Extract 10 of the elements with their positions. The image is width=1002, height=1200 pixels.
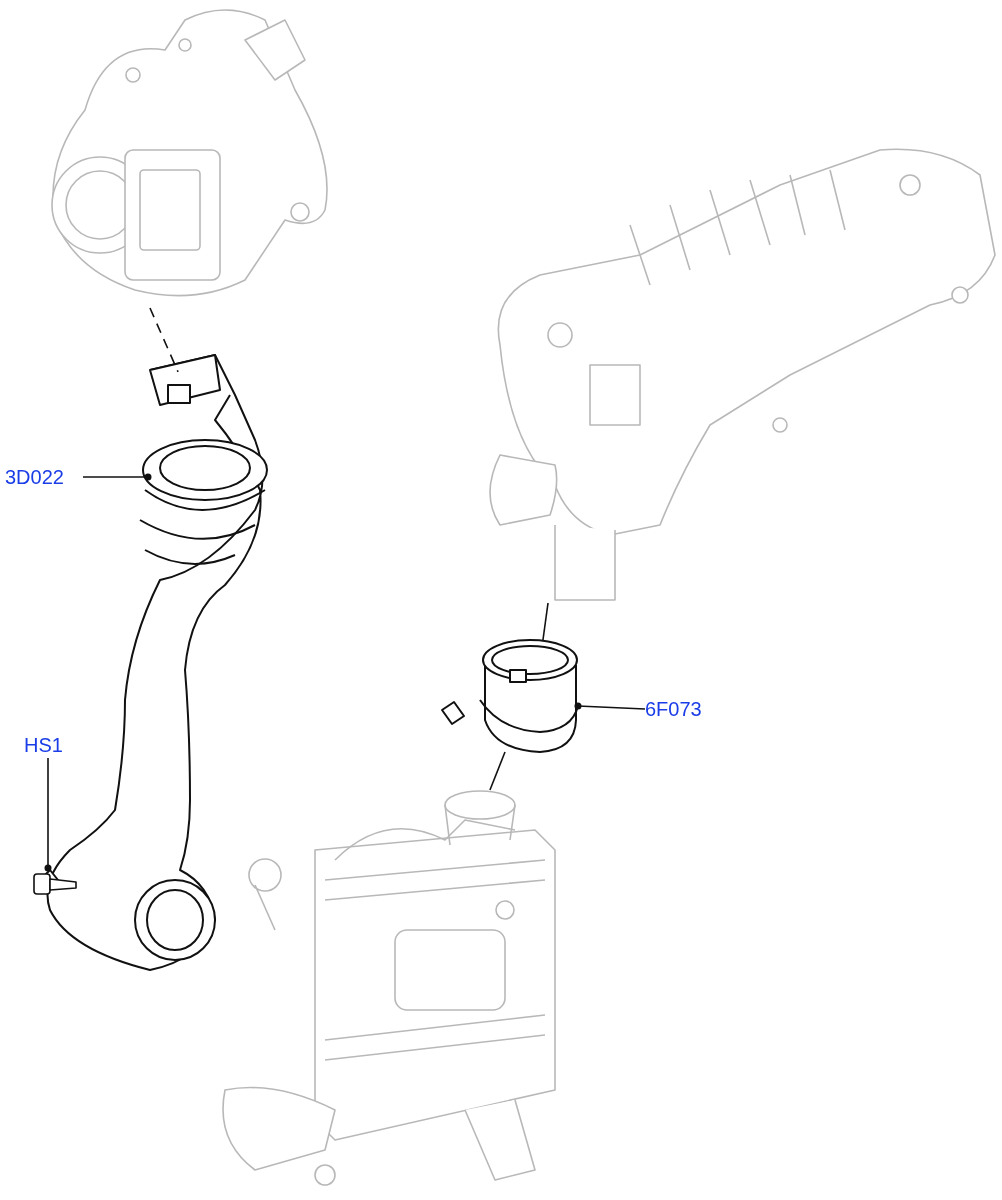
assembly-line (489, 751, 506, 791)
callout-number: HS1 (24, 733, 64, 758)
callout-number: 6F073 (645, 697, 703, 722)
leader-line (574, 702, 646, 710)
leader-line (44, 757, 52, 872)
assembly-line (542, 602, 549, 641)
callout-number: 3D022 (5, 465, 65, 490)
leader-line (82, 473, 152, 481)
coupling-drawing (440, 640, 578, 752)
assembly-line (149, 307, 179, 373)
